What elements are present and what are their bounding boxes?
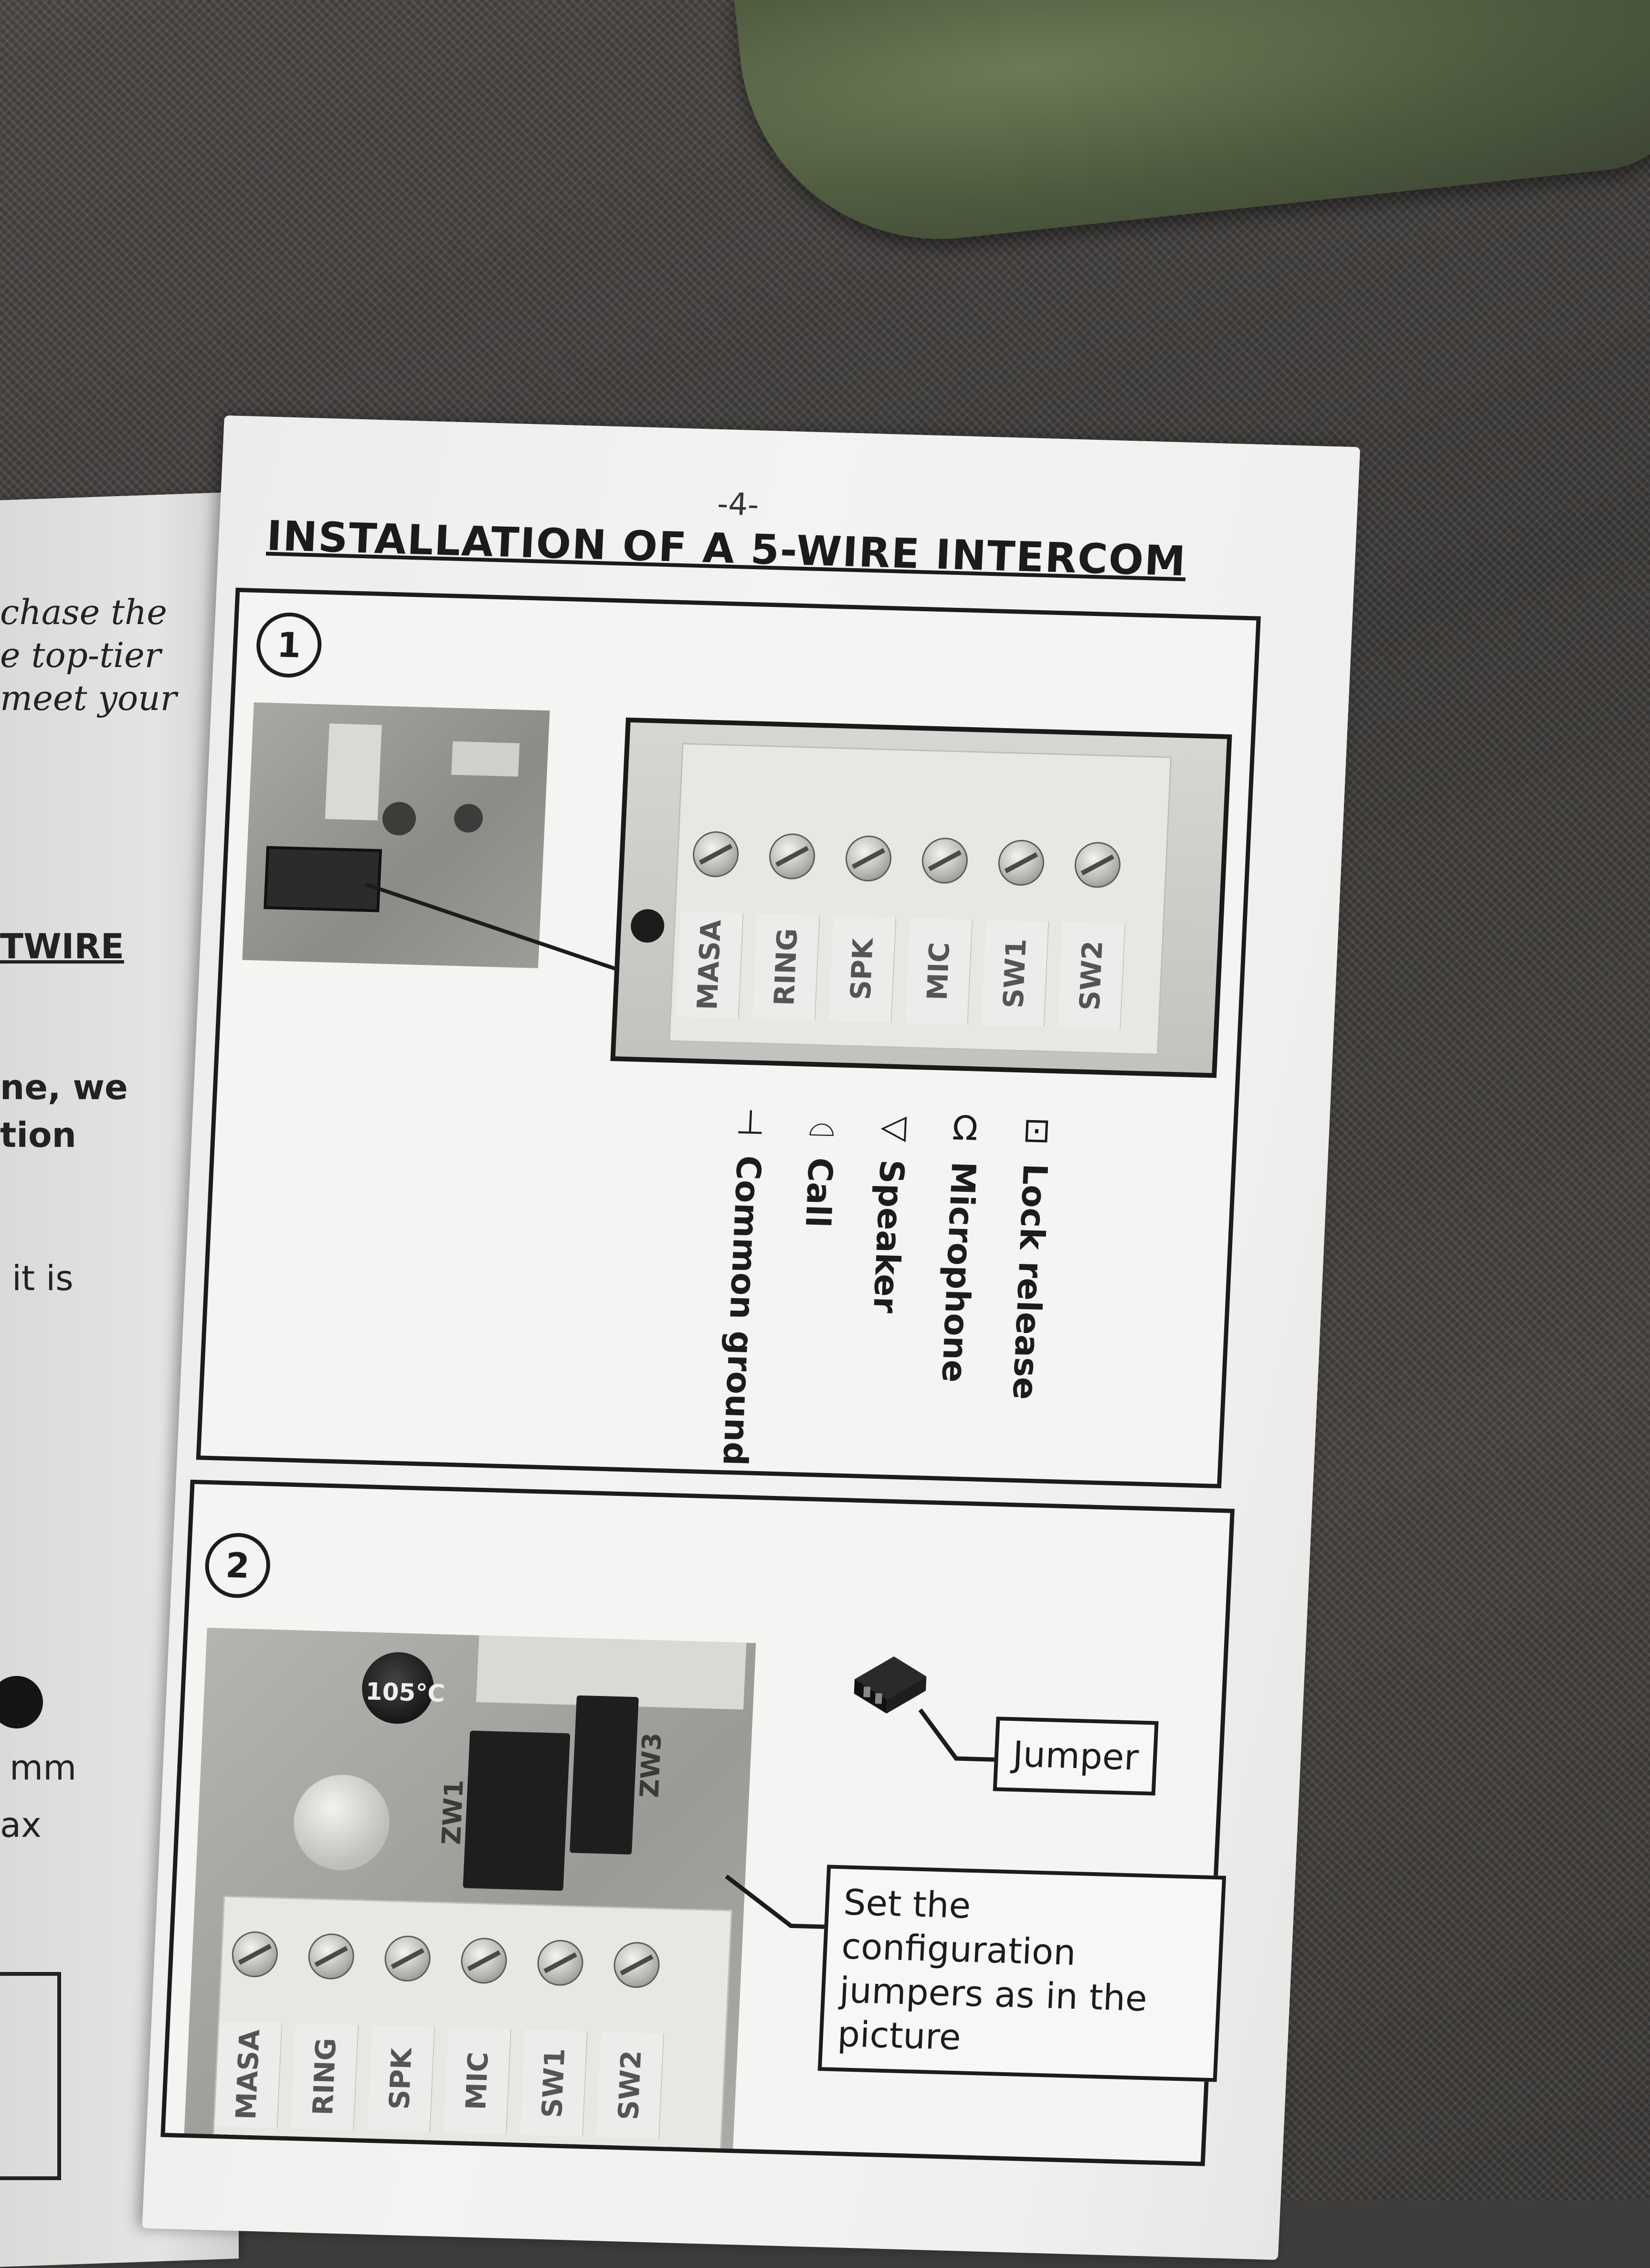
screw-5	[536, 1939, 584, 1987]
config-pointer-line	[725, 1874, 832, 1929]
left-page-bold-line-1: ne, we	[0, 1067, 128, 1107]
terminal-label: MIC	[444, 2027, 512, 2134]
terminal-label: SW2	[596, 2032, 665, 2139]
microphone-icon: Ω	[952, 1108, 979, 1148]
legend-call: ⌓ Call	[787, 1104, 842, 1468]
page-number: -4-	[716, 486, 760, 523]
step-number-1: 1	[255, 612, 323, 678]
jumper-callout: Jumper	[993, 1717, 1159, 1796]
jumper-block-zw3	[570, 1695, 639, 1855]
board-terminal-highlight	[264, 846, 382, 912]
terminal-label: SW1	[520, 2029, 588, 2137]
jumper-block-zw1	[463, 1730, 571, 1891]
jumper-label-zw1: ZW1	[436, 1779, 469, 1845]
terminal-label: SPK	[367, 2025, 435, 2132]
terminal-label: RING	[291, 2023, 359, 2130]
left-page-heading: TWIRE	[0, 926, 124, 966]
legend-label: Common ground	[715, 1155, 769, 1466]
jumper-closeup-photo: 105°C ZW1 ZW3 MASA RING SPK MIC SW1 SW2	[184, 1627, 756, 2149]
left-page-line-3: meet your	[0, 678, 177, 718]
terminal-label: MASA	[214, 2021, 283, 2128]
legend-label: Call	[797, 1157, 840, 1229]
left-page-box	[0, 1972, 61, 2180]
manual-page: -4- INSTALLATION OF A 5-WIRE INTERCOM 1 …	[142, 415, 1361, 2260]
page-title: INSTALLATION OF A 5-WIRE INTERCOM	[265, 512, 1187, 586]
terminal-label: SW2	[1058, 922, 1126, 1029]
terminal-zoom-photo: MASA RING SPK MIC SW1 SW2	[610, 717, 1232, 1078]
left-page-line-1: chase the	[0, 592, 167, 632]
terminal-label: RING	[752, 913, 820, 1021]
config-callout: Set the configuration jumpers as in the …	[817, 1865, 1227, 2082]
step-number-2: 2	[203, 1532, 272, 1599]
bell-icon: ⌓	[808, 1104, 836, 1145]
screw-3	[844, 835, 893, 882]
screw-1	[692, 830, 740, 878]
terminal-label: MIC	[905, 918, 973, 1025]
panel-step-1: 1 MASA RING SPK MIC SW1 SW2	[196, 587, 1261, 1489]
left-page-unit-2: ax	[0, 1805, 42, 1845]
terminal-legend: ⊡ Lock release Ω Microphone ◁ Speaker ⌓ …	[692, 1102, 1071, 1475]
mounting-hole	[630, 909, 665, 943]
left-page-line-2: e top-tier	[0, 635, 161, 675]
jumper-icon	[854, 1656, 927, 1714]
ground-icon: ⊥	[735, 1102, 766, 1143]
screw-2	[768, 833, 816, 880]
screw-2	[307, 1933, 355, 1980]
board-component-2	[453, 803, 484, 833]
legend-lock-release: ⊡ Lock release	[1002, 1110, 1057, 1474]
screw-4	[460, 1937, 508, 1984]
left-page-bold-line-2: tion	[0, 1115, 76, 1155]
legend-common-ground: ⊥ Common ground	[715, 1102, 771, 1466]
screw-6	[1073, 841, 1122, 889]
lock-icon: ⊡	[1022, 1110, 1052, 1150]
legend-microphone: Ω Microphone	[930, 1108, 985, 1473]
left-page-unit-1: mm	[10, 1748, 77, 1788]
board-component	[381, 801, 417, 836]
terminal-strip: MASA RING SPK MIC SW1 SW2	[668, 743, 1172, 1056]
left-page-bullet	[0, 1676, 43, 1728]
capacitor-label: 105°C	[365, 1677, 446, 1707]
board-relay	[325, 723, 382, 821]
terminal-strip-2: MASA RING SPK MIC SW1 SW2	[212, 1896, 732, 2149]
screw-6	[613, 1941, 661, 1989]
legend-label: Lock release	[1005, 1163, 1055, 1400]
speaker-icon: ◁	[879, 1106, 908, 1146]
screw-3	[383, 1935, 432, 1982]
board-sticker	[451, 741, 520, 777]
screw-5	[997, 839, 1046, 887]
panel-step-2: 2 105°C ZW1 ZW3 MASA RING SPK MIC SW1	[160, 1479, 1235, 2166]
screw-1	[231, 1930, 279, 1978]
left-page-plain-line: it is	[12, 1258, 74, 1298]
screw-head	[292, 1773, 392, 1872]
jumper-label-zw3: ZW3	[634, 1732, 667, 1798]
board-overview-photo	[242, 702, 550, 968]
legend-label: Microphone	[934, 1161, 984, 1383]
terminal-label: SW1	[981, 920, 1049, 1027]
legend-speaker: ◁ Speaker	[858, 1106, 914, 1471]
terminal-label: MASA	[676, 911, 744, 1018]
legend-label: Speaker	[865, 1159, 912, 1314]
terminal-label: SPK	[828, 916, 897, 1023]
screw-4	[920, 837, 969, 884]
